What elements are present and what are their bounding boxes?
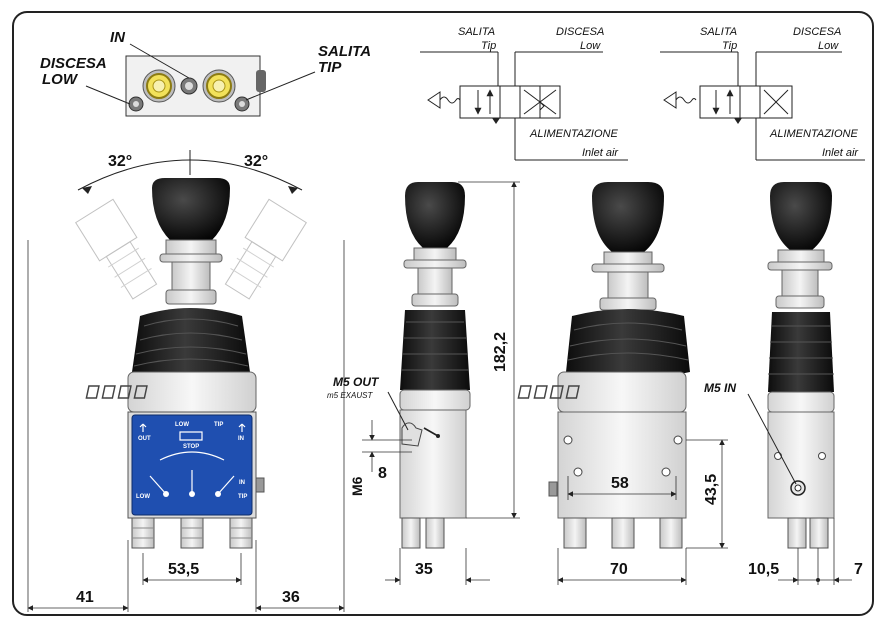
knob <box>152 178 230 240</box>
dim-36: 36 <box>282 589 300 606</box>
schematic-left-discesa: DISCESA <box>556 26 604 38</box>
schematic-right-discesa: DISCESA <box>793 26 841 38</box>
panel-stop: STOP <box>183 444 199 450</box>
schematic-right-alimentazione: ALIMENTAZIONE <box>769 128 858 140</box>
schematic-left-low: Low <box>580 40 601 52</box>
ghost-handle-right <box>224 198 307 300</box>
dim-58: 58 <box>611 475 629 492</box>
label-m6: M6 <box>349 476 365 496</box>
label-in: IN <box>110 29 126 46</box>
panel-low: LOW <box>175 422 189 428</box>
panel-tip: TIP <box>214 422 223 428</box>
label-m5-out: M5 OUT <box>333 375 380 389</box>
schematic-left-alimentazione: ALIMENTAZIONE <box>529 128 618 140</box>
dim-70: 70 <box>610 561 628 578</box>
label-tip: TIP <box>318 59 342 76</box>
angle-left: 32° <box>108 153 132 170</box>
dim-10-5: 10,5 <box>748 561 779 578</box>
schematic-right-salita: SALITA <box>700 26 737 38</box>
port-detail-view: IN DISCESA LOW SALITA TIP <box>40 29 371 117</box>
dim-35: 35 <box>415 561 433 578</box>
dim-53-5: 53,5 <box>168 561 199 578</box>
side-view: M5 OUT m5 EXAUST M6 8 35 182,2 <box>327 181 520 585</box>
valve-schematic-left: SALITA Tip DISCESA Low ALIMENTAZIONE Inl… <box>420 26 628 161</box>
rear-view: 58 70 43,5 <box>517 182 728 585</box>
dim-7: 7 <box>854 561 863 578</box>
ghost-handle-left <box>75 198 158 300</box>
panel-low-bottom: LOW <box>136 494 150 500</box>
schematic-right-low: Low <box>818 40 839 52</box>
schematic-right-tip: Tip <box>722 40 737 52</box>
dim-41: 41 <box>76 589 94 606</box>
panel-out: OUT <box>138 436 151 442</box>
panel-in-label: IN <box>239 480 245 486</box>
right-side-view: M5 IN 10,5 7 <box>704 182 863 585</box>
label-m5-in: M5 IN <box>704 381 736 395</box>
blue-instruction-panel <box>131 414 253 516</box>
label-low: LOW <box>42 71 79 88</box>
dim-43-5: 43,5 <box>703 474 720 505</box>
label-m5-exaust: m5 EXAUST <box>327 391 373 400</box>
schematic-left-inlet-air: Inlet air <box>582 147 619 159</box>
angle-right: 32° <box>244 153 268 170</box>
label-salita: SALITA <box>318 43 371 60</box>
valve-schematic-right: SALITA Tip DISCESA Low ALIMENTAZIONE Inl… <box>660 26 865 161</box>
panel-in: IN <box>238 436 244 442</box>
panel-tip-bottom: TIP <box>238 494 247 500</box>
dim-182-2: 182,2 <box>492 332 509 372</box>
dim-8: 8 <box>378 465 387 482</box>
schematic-left-tip: Tip <box>481 40 496 52</box>
label-discesa: DISCESA <box>40 55 107 72</box>
schematic-right-inlet-air: Inlet air <box>822 147 859 159</box>
schematic-left-salita: SALITA <box>458 26 495 38</box>
front-view: 32° 32° <box>27 150 345 612</box>
